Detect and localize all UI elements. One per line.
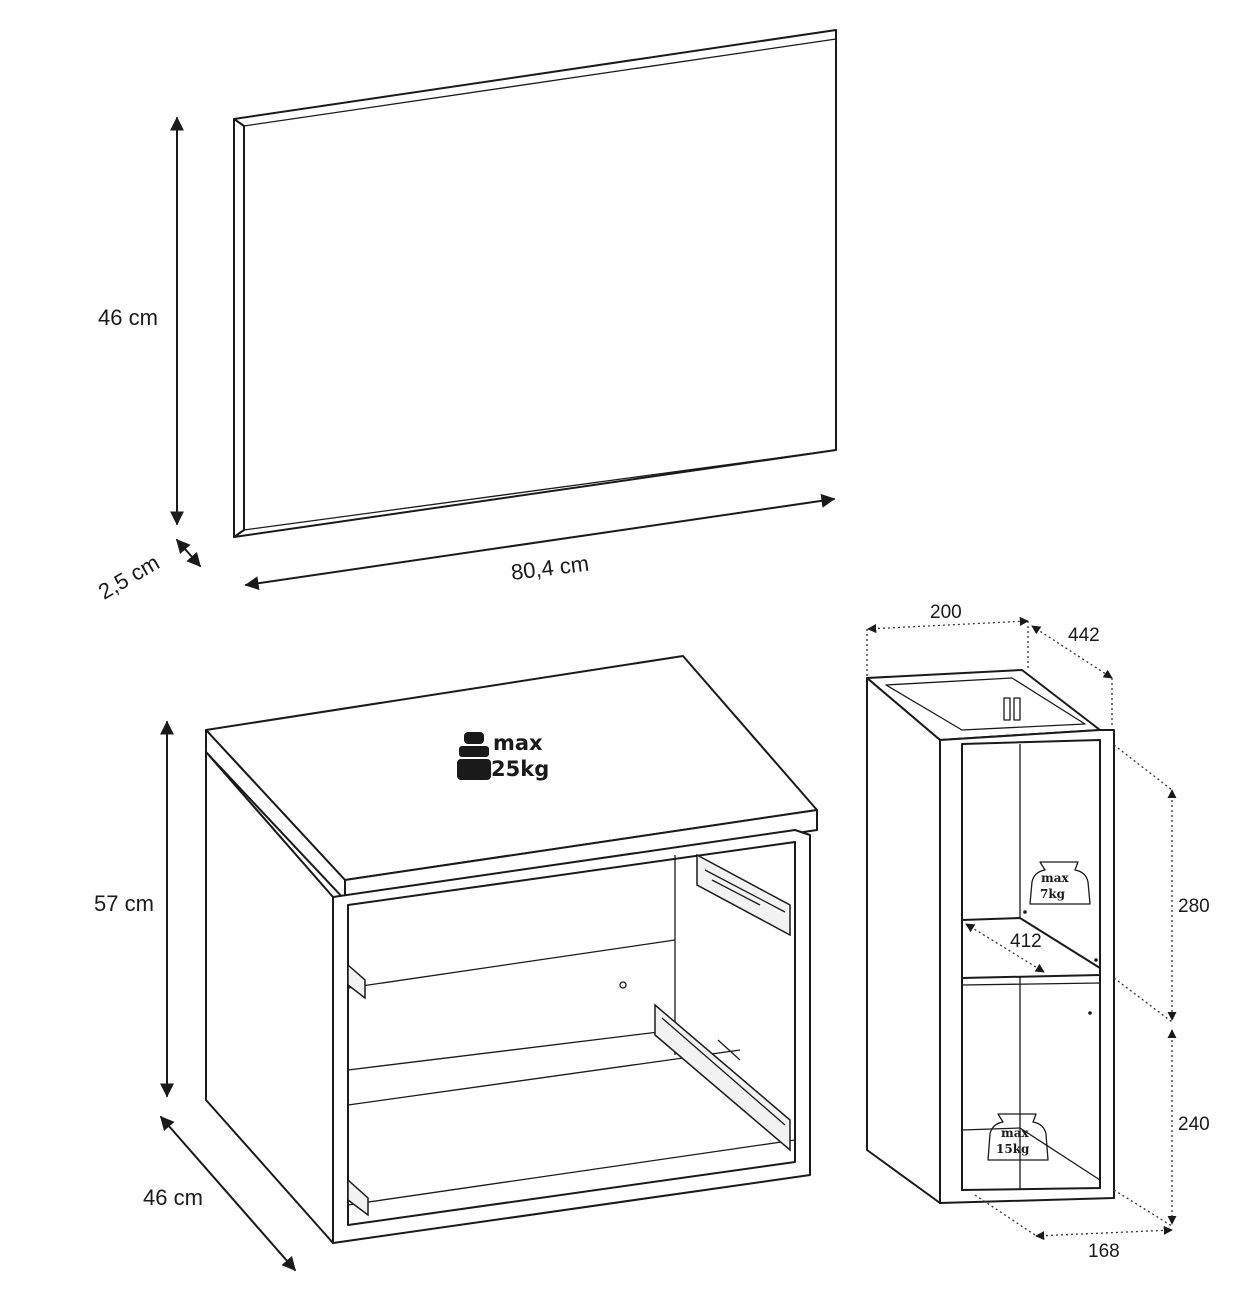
weight-icon [987, 1113, 1049, 1161]
mirror-width-arrow [244, 493, 836, 591]
mirror-panel [233, 29, 837, 538]
shelf-unit [866, 669, 1115, 1204]
cabinet [205, 655, 818, 1244]
shelf-lower-load-value: 15kg [996, 1142, 1030, 1156]
shelf-upper-load-value: 7kg [1040, 887, 1066, 901]
cabinet-depth-label: 46 cm [143, 1185, 203, 1210]
shelf-base-width-label: 168 [1088, 1241, 1120, 1262]
shelf-inner-depth-dim-line [965, 923, 1045, 973]
shelf-upper-height-label: 280 [1178, 896, 1210, 917]
upper-drawer-rail [347, 853, 791, 1000]
shelf-depth-label: 442 [1068, 625, 1100, 646]
shelf-base-width-dim-line [1035, 1225, 1173, 1241]
shelf-width-label: 200 [930, 602, 962, 623]
cabinet-load-value: 25kg [491, 757, 549, 781]
cabinet-depth-arrow [160, 1115, 296, 1272]
shelf-lower-load-badge: max 15kg [987, 1113, 1049, 1161]
cabinet-height-label: 57 cm [94, 891, 154, 916]
mirror-width-label: 80,4 cm [510, 551, 591, 585]
shelf-width-dim-line [867, 616, 1029, 634]
cabinet-load-max: max [493, 731, 543, 755]
shelf-lower-height-label: 240 [1178, 1114, 1210, 1135]
weight-icon [457, 732, 491, 780]
shelf-upper-load-badge: max 7kg [1029, 861, 1091, 905]
mirror-height-label: 46 cm [98, 305, 158, 330]
weight-icon [1029, 861, 1091, 905]
lower-drawer-rail [347, 1003, 791, 1217]
shelf-lower-load-max: max [1001, 1126, 1029, 1140]
shelf-depth-dim-line [1031, 625, 1113, 679]
mirror-depth-label: 2,5 cm [94, 550, 164, 605]
mirror-depth-arrow [176, 538, 201, 568]
shelf-upper-load-max: max [1041, 871, 1069, 885]
shelf-inner-depth-label: 412 [1010, 931, 1042, 952]
cabinet-load-badge: max 25kg [457, 731, 549, 781]
